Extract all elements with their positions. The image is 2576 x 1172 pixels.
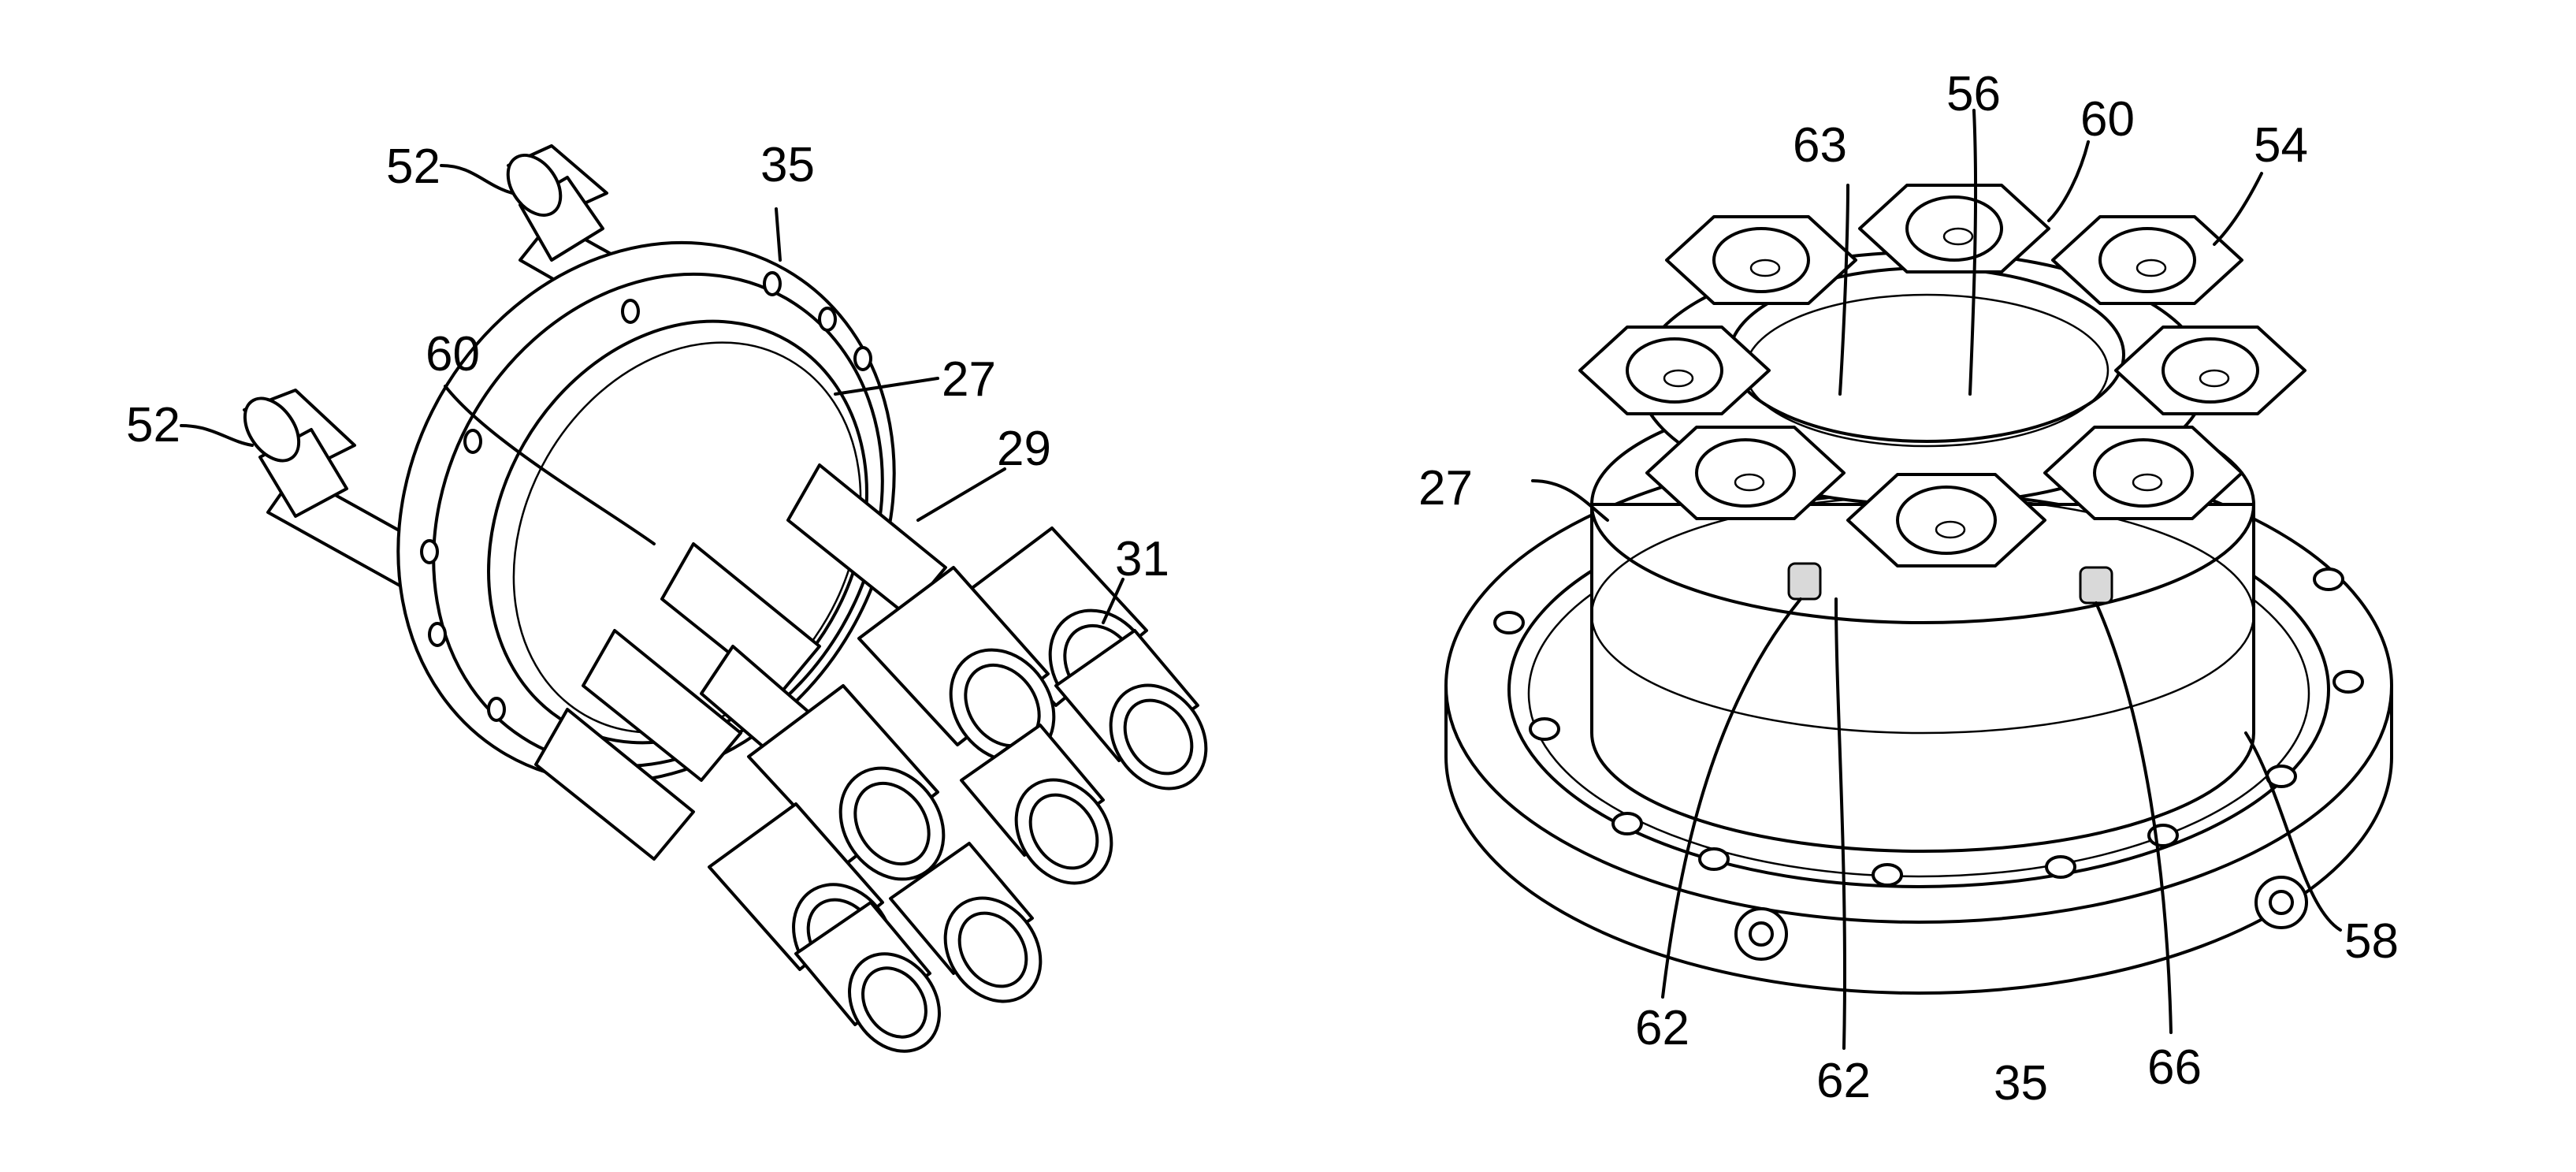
- label-56: 56: [1946, 67, 2001, 121]
- label-58: 58: [2344, 914, 2399, 969]
- label-62-right: 62: [1816, 1054, 1871, 1108]
- label-52-upper: 52: [386, 140, 440, 194]
- label-54: 54: [2254, 118, 2308, 173]
- label-62-left: 62: [1635, 1001, 1689, 1055]
- label-52-lower: 52: [126, 398, 180, 452]
- label-60-right: 60: [2080, 92, 2135, 147]
- label-35-left: 35: [760, 138, 815, 192]
- label-35-right: 35: [1994, 1056, 2048, 1111]
- pin: [1789, 564, 1820, 599]
- label-31: 31: [1115, 532, 1169, 586]
- label-27-left: 27: [942, 352, 996, 407]
- label-60-left: 60: [426, 327, 480, 381]
- label-63: 63: [1793, 118, 1847, 173]
- left-view-connector-assembly: 52 52 35 60 27 29 31: [126, 138, 1225, 1069]
- pin: [2080, 567, 2112, 603]
- label-29: 29: [997, 422, 1051, 476]
- label-66: 66: [2147, 1040, 2202, 1095]
- label-27-right: 27: [1418, 461, 1473, 515]
- right-view-housing: 63 56 60 54 27 58 62 62 35 66: [1418, 67, 2399, 1111]
